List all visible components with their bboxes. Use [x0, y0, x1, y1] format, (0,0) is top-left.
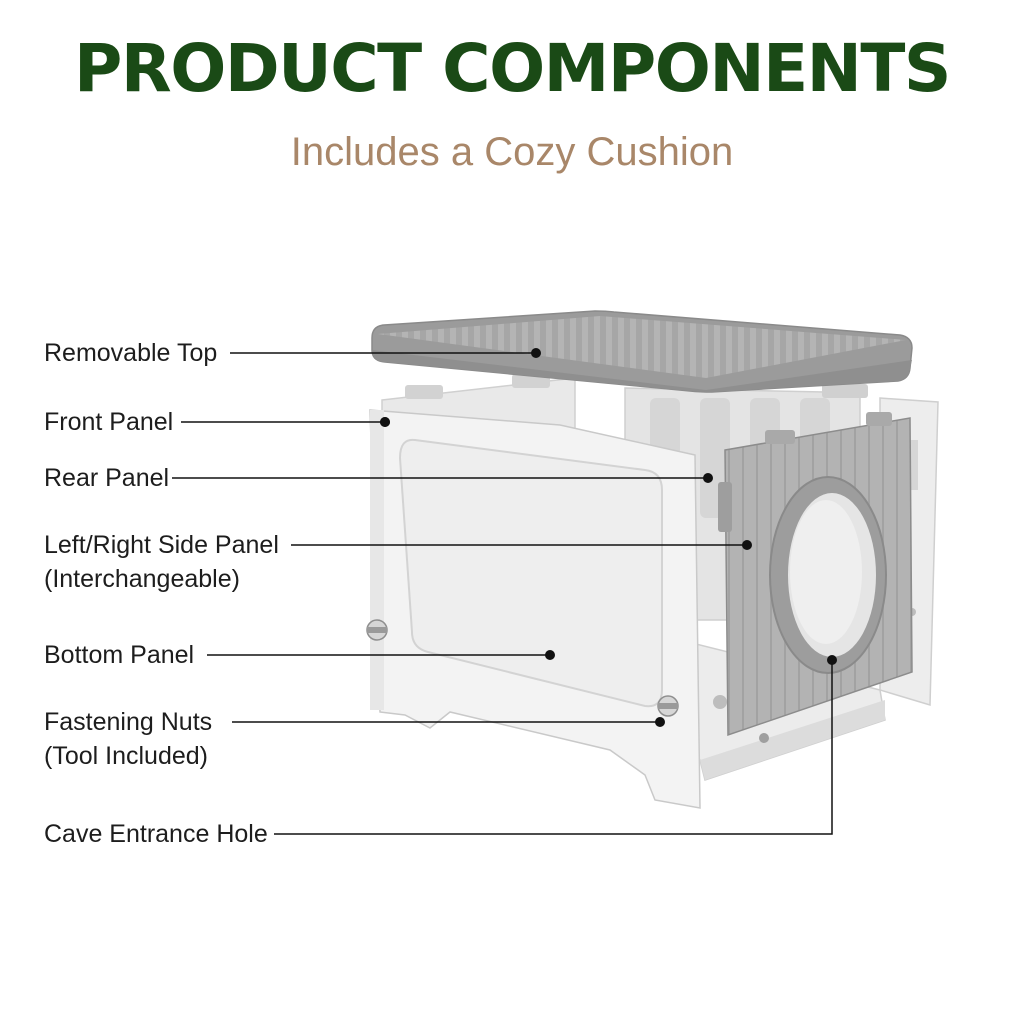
label-fastening-nuts-text: Fastening Nuts: [44, 708, 213, 736]
label-entrance-hole-text: Cave Entrance Hole: [44, 820, 268, 848]
fastening-nut-right: [657, 695, 679, 717]
removable-top: [371, 310, 913, 393]
label-bottom-panel: Bottom Panel: [44, 638, 194, 672]
label-removable-top-text: Removable Top: [44, 339, 218, 367]
label-fastening-nuts-note: (Tool Included): [44, 742, 208, 770]
leader-entrance-hole: [274, 660, 833, 835]
page-title: PRODUCT COMPONENTS: [74, 30, 951, 107]
marker-rear-panel: [703, 473, 713, 483]
marker-fastening-nuts: [655, 717, 665, 727]
marker-front-panel: [380, 417, 390, 427]
label-front-panel-text: Front Panel: [44, 408, 174, 436]
label-removable-top: Removable Top: [44, 336, 217, 370]
label-rear-panel: Rear Panel: [44, 461, 169, 495]
right-side-panel: [718, 397, 939, 737]
page-subtitle: Includes a Cozy Cushion: [290, 130, 734, 174]
label-front-panel: Front Panel: [44, 405, 173, 439]
label-entrance-hole: Cave Entrance Hole: [44, 817, 268, 851]
marker-side-panel: [742, 540, 752, 550]
fastening-nut-left: [366, 619, 388, 641]
label-bottom-panel-text: Bottom Panel: [44, 641, 195, 669]
marker-bottom-panel: [545, 650, 555, 660]
label-side-panel-text: Left/Right Side Panel: [44, 531, 279, 559]
label-fastening-nuts: Fastening Nuts (Tool Included): [44, 705, 212, 773]
label-side-panel: Left/Right Side Panel (Interchangeable): [44, 528, 279, 596]
front-panel: [366, 409, 701, 809]
marker-entrance-hole: [827, 655, 837, 665]
label-side-panel-note: (Interchangeable): [44, 565, 240, 593]
marker-removable-top: [531, 348, 541, 358]
label-rear-panel-text: Rear Panel: [44, 464, 170, 492]
